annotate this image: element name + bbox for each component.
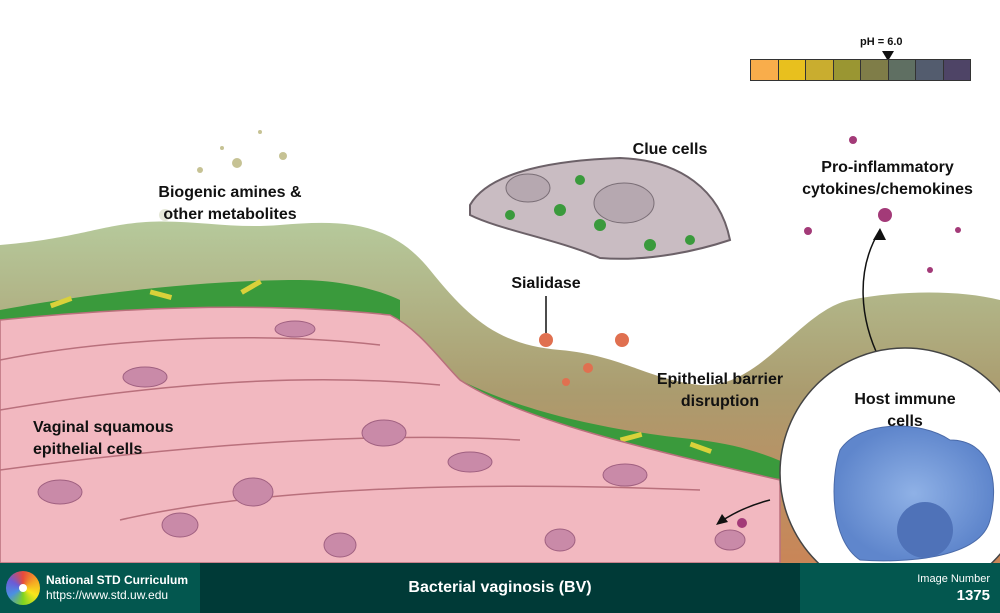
image-title: Bacterial vaginosis (BV)	[200, 563, 800, 613]
immune-cells-label: Host immune cells	[840, 389, 970, 433]
ph-segment-8	[943, 60, 970, 80]
footer-brand: National STD Curriculum https://www.std.…	[0, 563, 200, 613]
bv-illustration	[0, 130, 1000, 563]
ph-marker-icon	[881, 51, 894, 61]
std-curriculum-logo-icon	[6, 571, 40, 605]
ph-scale-bar	[750, 59, 971, 81]
ph-value-label: pH = 6.0	[860, 36, 903, 48]
ph-segment-5	[861, 60, 889, 80]
image-number-box: Image Number 1375	[800, 563, 1000, 613]
vaginal-line1: Vaginal squamous	[33, 419, 174, 436]
immune-cell-inset	[779, 347, 1000, 563]
biogenic-line2: other metabolites	[163, 206, 297, 223]
vaginal-line2: epithelial cells	[33, 441, 143, 458]
metabolite-particles	[159, 130, 287, 221]
biogenic-line1: Biogenic amines &	[158, 184, 302, 201]
clue-cell	[469, 156, 732, 260]
ph-segment-3	[806, 60, 834, 80]
org-name: National STD Curriculum	[46, 573, 189, 587]
image-number: 1375	[956, 587, 990, 604]
sialidase-label: Sialidase	[511, 275, 581, 292]
immune-line2: cells	[887, 413, 923, 430]
org-url-link[interactable]: https://www.std.uw.edu	[46, 588, 169, 602]
ph-segment-7	[916, 60, 944, 80]
ph-segment-1	[751, 60, 779, 80]
ph-segment-4	[833, 60, 861, 80]
ph-segment-2	[778, 60, 806, 80]
ph-segment-6	[888, 60, 916, 80]
cytokines-line1: Pro-inflammatory	[821, 159, 954, 176]
immune-line1: Host immune	[854, 391, 956, 408]
cytokines-line2: cytokines/chemokines	[802, 181, 973, 198]
barrier-disruption-label: Epithelial barrier disruption	[620, 369, 820, 413]
barrier-line2: disruption	[680, 393, 760, 410]
clue-cells-label: Clue cells	[632, 141, 708, 158]
cytokines-label: Pro-inflammatory cytokines/chemokines	[770, 157, 1000, 201]
barrier-line1: Epithelial barrier	[656, 371, 784, 388]
biogenic-amines-label: Biogenic amines & other metabolites	[120, 182, 340, 226]
sialidase-molecules	[539, 333, 629, 386]
image-number-label: Image Number	[917, 573, 990, 585]
footer: National STD Curriculum https://www.std.…	[0, 563, 1000, 613]
vaginal-cells-label: Vaginal squamous epithelial cells	[33, 417, 173, 461]
